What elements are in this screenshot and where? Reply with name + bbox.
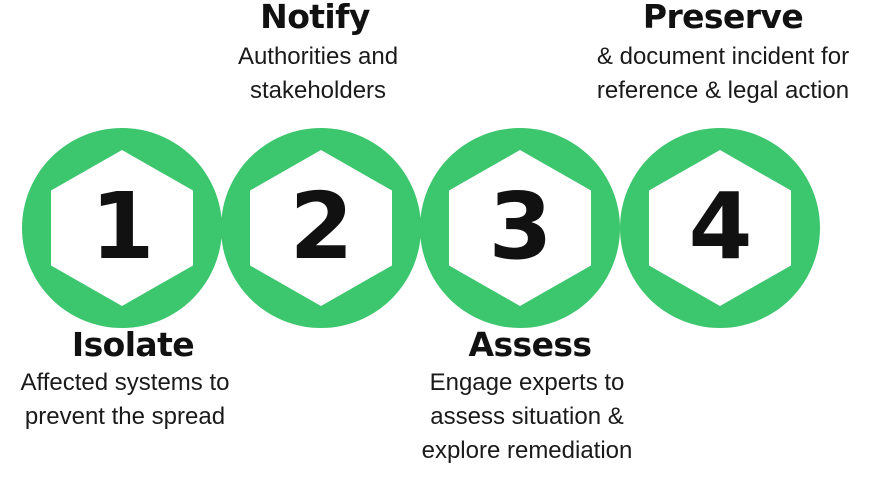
step-title-3: Assess [468, 325, 592, 364]
steps-row: 1 2 3 4 [22, 128, 820, 328]
step-badge-4[interactable]: 4 [620, 128, 820, 328]
step-body-3: Engage experts to assess situation & exp… [421, 369, 633, 464]
step-badge-1[interactable]: 1 [22, 128, 222, 328]
step-title-2: Notify [260, 0, 370, 36]
step-badge-3[interactable]: 3 [420, 128, 620, 328]
step-number-2: 2 [289, 173, 353, 280]
step-caption-4: Preserve & document incident for referen… [566, 0, 880, 108]
step-number-4: 4 [688, 173, 752, 280]
step-caption-2: Notify Authorities and stakeholders [188, 0, 448, 108]
step-caption-3: Assess Engage experts to assess situatio… [396, 326, 658, 468]
step-title-1: Isolate [71, 325, 195, 364]
step-number-3: 3 [488, 173, 552, 280]
step-title-4: Preserve [642, 0, 804, 36]
step-badge-2[interactable]: 2 [221, 128, 421, 328]
step-body-1: Affected systems to prevent the spread [20, 369, 230, 430]
step-caption-1: Isolate Affected systems to prevent the … [0, 326, 250, 434]
step-body-2: Authorities and stakeholders [237, 43, 399, 104]
step-body-4: & document incident for reference & lega… [596, 43, 850, 104]
step-number-1: 1 [90, 173, 154, 280]
